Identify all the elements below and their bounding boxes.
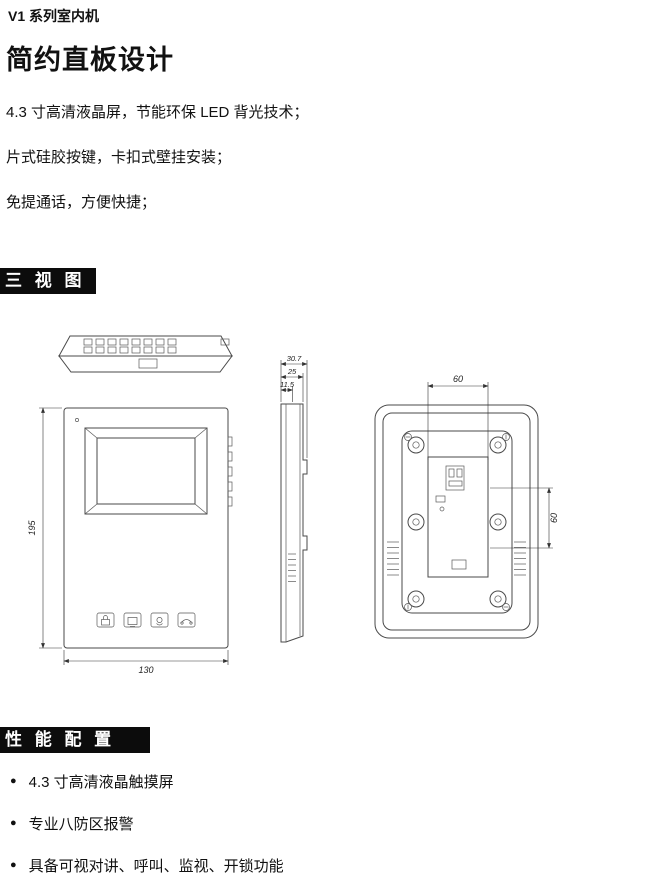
front-panel-buttons (96, 612, 196, 628)
side-key-ticks (227, 436, 233, 507)
spec-text: 具备可视对讲、呼叫、监视、开锁功能 (28, 857, 284, 875)
dim-front-height: 195 (27, 520, 37, 536)
dim-back-height: 60 (549, 513, 559, 523)
bullet-icon: ● (10, 859, 17, 871)
back-speaker-grilles (387, 541, 526, 576)
spec-item-3: ● 具备可视对讲、呼叫、监视、开锁功能 (10, 854, 284, 876)
phone-icon (180, 619, 193, 625)
terminal-plate (427, 456, 489, 578)
section-header-three-views: 三 视 图 (0, 268, 96, 294)
top-view-drawing (58, 335, 233, 373)
spec-text: 专业八防区报警 (28, 815, 134, 833)
unlock-icon (101, 615, 110, 626)
monitor-icon (127, 617, 138, 627)
top-button-grid (83, 338, 177, 354)
front-view-drawing (63, 407, 233, 649)
feature-line-1: 4.3 寸高清液晶屏，节能环保 LED 背光技术； (6, 104, 309, 121)
bullet-icon: ● (10, 817, 17, 829)
side-view-drawing (280, 403, 308, 643)
talk-icon (156, 617, 163, 626)
section-header-performance: 性 能 配 置 (0, 727, 150, 753)
dim-side-depth-body: 25 (287, 367, 297, 376)
feature-line-3: 免提通话，方便快捷； (6, 194, 157, 211)
spec-list: ● 4.3 寸高清液晶触摸屏 ● 专业八防区报警 ● 具备可视对讲、呼叫、监视、… (10, 770, 284, 896)
spec-text: 4.3 寸高清液晶触摸屏 (28, 773, 174, 791)
front-dimensions: 195 130 (27, 407, 229, 675)
side-speaker-grille (288, 553, 296, 582)
series-title: V1 系列室内机 (8, 8, 100, 24)
feature-line-2: 片式硅胶按键，卡扣式壁挂安装； (6, 149, 232, 166)
back-view-drawing (374, 404, 539, 639)
spec-item-1: ● 4.3 寸高清液晶触摸屏 (10, 770, 284, 792)
dim-side-depth-panel: 11.5 (280, 380, 295, 389)
dim-front-width: 130 (138, 665, 153, 675)
side-dimensions: 30.7 25 11.5 (280, 354, 308, 458)
bullet-icon: ● (10, 775, 17, 787)
three-views-drawing: 195 130 30.7 25 11.5 (27, 335, 559, 675)
spec-item-2: ● 专业八防区报警 (10, 812, 284, 834)
dim-side-depth-total: 30.7 (287, 354, 302, 363)
dim-back-width: 60 (453, 374, 463, 384)
page-title: 简约直板设计 (6, 45, 174, 75)
back-dimensions: 60 60 (427, 374, 559, 549)
mounting-bosses (407, 436, 507, 608)
corner-screws (404, 433, 510, 611)
